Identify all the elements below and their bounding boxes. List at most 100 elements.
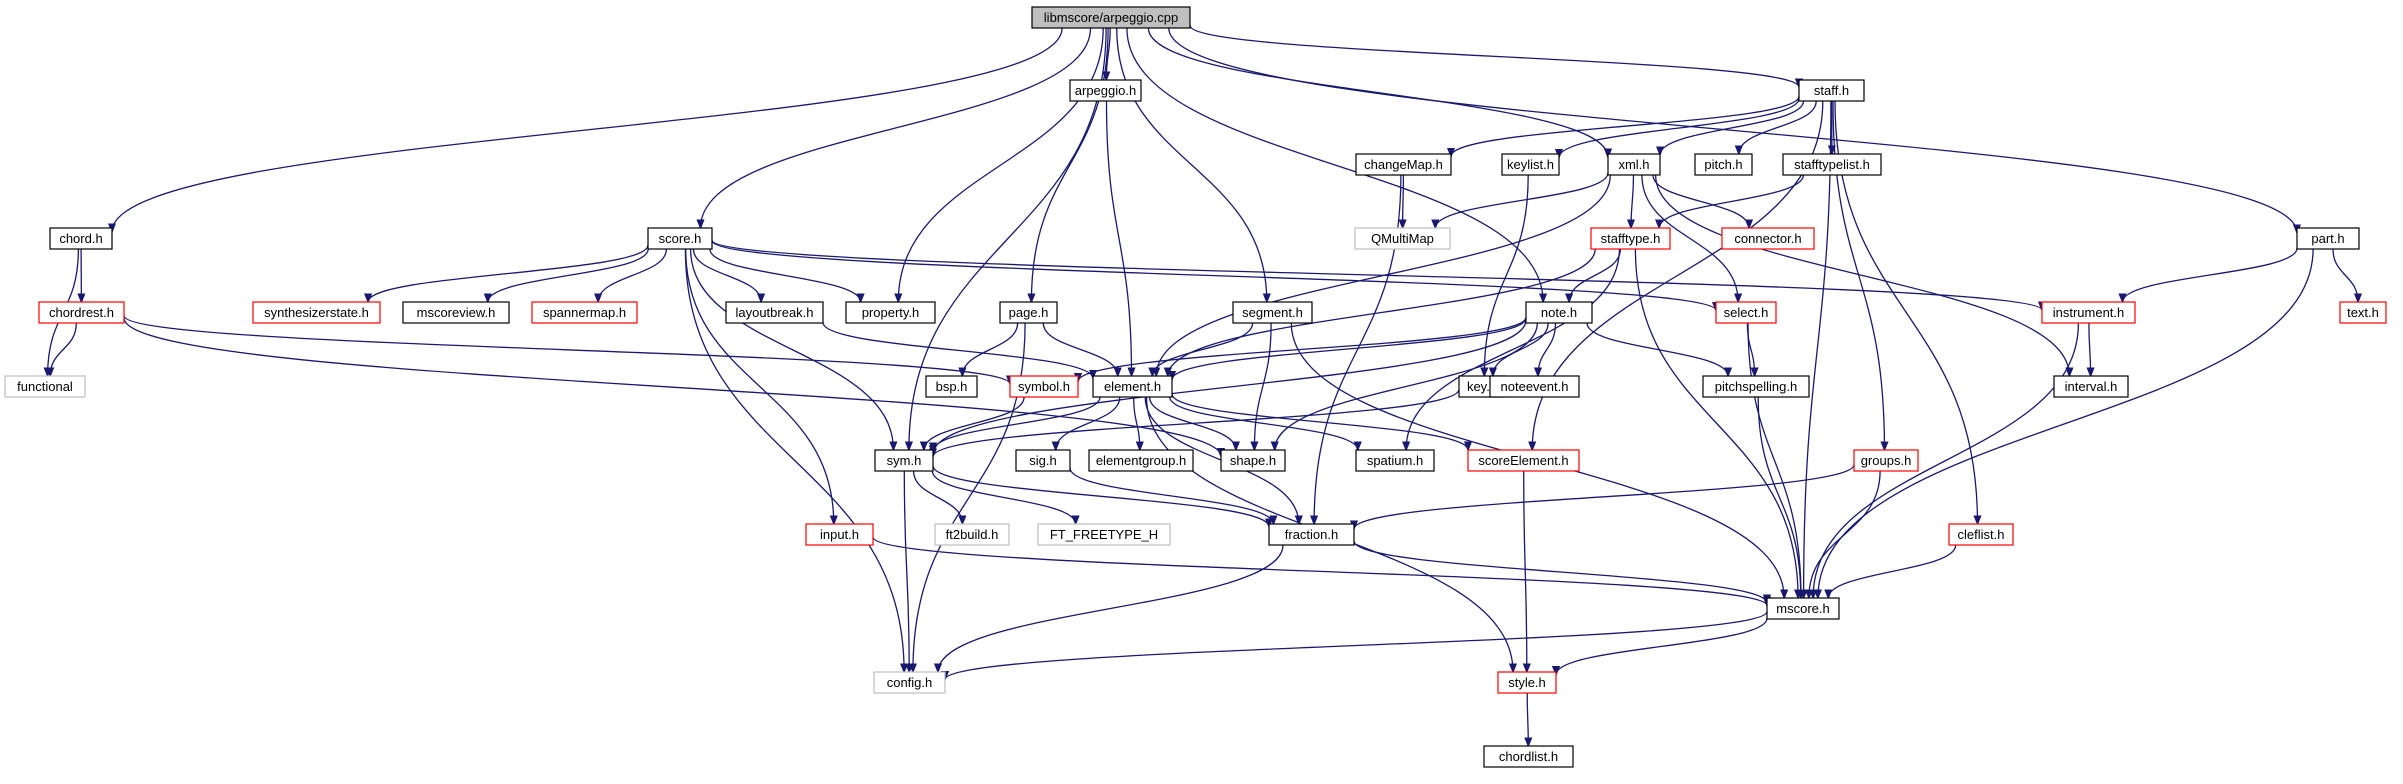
edge-page_h-to-config_h [913,322,1026,672]
node-label: cleflist.h [1958,527,2005,542]
node-label: shape.h [1230,453,1276,468]
node-interval-h[interactable]: interval.h [2053,375,2129,398]
node-label: layoutbreak.h [735,305,813,320]
edge-root-to-score_h [701,27,1092,228]
node-keylist-h[interactable]: keylist.h [1501,153,1560,176]
node-arpeggio-h[interactable]: arpeggio.h [1069,79,1142,102]
node-ft-freetype-h[interactable]: FT_FREETYPE_H [1037,523,1171,546]
edge-part_h-to-mscore_h [1818,248,2314,598]
node-label: style.h [1508,675,1546,690]
edge-key_h-to-sym_h [933,389,1460,456]
edge-score_h-to-select_h [711,240,1716,311]
edge-changemap_h-to-qmultimap [1403,174,1404,228]
nodes-layer: libmscore/arpeggio.cpp staff.h arpeggio.h c… [4,6,2387,768]
node-label: FT_FREETYPE_H [1050,527,1158,542]
node-sym-h[interactable]: sym.h [874,449,934,472]
edge-note_h-to-element_h [1172,317,1527,379]
node-mscore-h[interactable]: mscore.h [1766,597,1840,620]
edge-stafftype_h-to-note_h [1569,248,1622,302]
edge-root-to-page_h [1031,27,1109,302]
node-box [1489,375,1580,398]
node-label: elementgroup.h [1096,453,1186,468]
node-box [2053,375,2129,398]
node-label: stafftype.h [1601,231,1661,246]
node-label: config.h [887,675,933,690]
edge-root-to-chord_h [112,27,1063,232]
node-stafftypelist-h[interactable]: stafftypelist.h [1782,153,1882,176]
node-pitchspelling-h[interactable]: pitchspelling.h [1702,375,1810,398]
edge-root-to-staff_h [1189,24,1799,88]
edge-groups_h-to-mscore_h [1809,470,1881,598]
edge-chordrest_h-to-functional [50,322,77,376]
node-label: mscore.h [1776,601,1829,616]
node-pitch-h[interactable]: pitch.h [1694,153,1753,176]
node-clefist-h[interactable]: cleflist.h [1948,523,2014,546]
node-sig-h[interactable]: sig.h [1015,449,1071,472]
node-spatium-h[interactable]: spatium.h [1355,449,1435,472]
node-input-h[interactable]: input.h [805,523,874,546]
node-shape-h[interactable]: shape.h [1220,449,1286,472]
node-layoutbreak-h[interactable]: layoutbreak.h [725,301,824,324]
node-box [2296,227,2360,250]
node-page-h[interactable]: page.h [999,301,1058,324]
node-chordlist-h[interactable]: chordlist.h [1483,745,1574,768]
node-functional[interactable]: functional [4,375,86,398]
node-box [1948,523,2014,546]
edge-sym_h-to-ft_freetype_h [931,470,1075,524]
node-property-h[interactable]: property.h [845,301,936,324]
edge-sig_h-to-fraction_h [1069,467,1273,524]
node-noteevent-h[interactable]: noteevent.h [1489,375,1580,398]
edge-root-to-arpeggio_h [1106,27,1111,80]
node-xml-h[interactable]: xml.h [1607,153,1661,176]
node-element-h[interactable]: element.h [1092,375,1173,398]
node-text-h[interactable]: text.h [2339,301,2387,324]
node-label: sig.h [1029,453,1056,468]
edge-clefist_h-to-mscore_h [1828,544,1957,598]
edge-chordrest_h-to-shape_h [123,317,1221,457]
node-select-h[interactable]: select.h [1715,301,1777,324]
node-box [2339,301,2387,324]
node-elementgroup-h[interactable]: elementgroup.h [1088,449,1194,472]
node-score-h[interactable]: score.h [647,227,713,250]
node-bsp-h[interactable]: bsp.h [925,375,978,398]
node-segment-h[interactable]: segment.h [1232,301,1313,324]
edge-xml_h-to-select_h [1641,174,1738,302]
node-config-h[interactable]: config.h [873,671,946,694]
node-box [1853,449,1919,472]
edge-score_h-to-input_h [685,248,834,524]
node-part-h[interactable]: part.h [2296,227,2360,250]
node-instrument-h[interactable]: instrument.h [2041,301,2136,324]
node-chord-h[interactable]: chord.h [49,227,113,250]
node-groups-h[interactable]: groups.h [1853,449,1919,472]
node-box [874,449,934,472]
edge-sym_h-to-ft2build_h [912,470,963,524]
edge-instrument_h-to-interval_h [2089,322,2091,376]
node-style-h[interactable]: style.h [1497,671,1557,694]
node-note-h[interactable]: note.h [1525,301,1593,324]
node-box [1069,79,1142,102]
node-staff-h[interactable]: staff.h [1798,79,1865,102]
node-symbol-h[interactable]: symbol.h [1009,375,1079,398]
node-box [845,301,936,324]
node-label: QMultiMap [1371,231,1434,246]
node-ft2build-h[interactable]: ft2build.h [934,523,1010,546]
node-label: chordlist.h [1499,749,1558,764]
node-root[interactable]: libmscore/arpeggio.cpp [1031,6,1191,29]
node-box [4,375,86,398]
edge-xml_h-to-qmultimap [1435,172,1609,228]
node-spannermap-h[interactable]: spannermap.h [531,301,638,324]
node-chordrest-h[interactable]: chordrest.h [38,301,125,324]
edge-mscore_h-to-style_h [1556,618,1768,675]
node-box [1467,449,1580,472]
node-connector-h[interactable]: connector.h [1721,227,1815,250]
node-changemap-h[interactable]: changeMap.h [1355,153,1452,176]
node-mscoreview-h[interactable]: mscoreview.h [402,301,510,324]
node-scoreelement-h[interactable]: scoreElement.h [1467,449,1580,472]
node-stafftype-h[interactable]: stafftype.h [1590,227,1671,250]
edge-score_h-to-spannermap_h [598,248,668,302]
node-fraction-h[interactable]: fraction.h [1268,523,1355,546]
edge-score_h-to-layoutbreak_h [692,248,761,302]
node-synthesizerstate-h[interactable]: synthesizerstate.h [252,301,381,324]
edge-note_h-to-pitchspelling_h [1586,322,1728,376]
node-qmultimap[interactable]: QMultiMap [1354,227,1451,250]
